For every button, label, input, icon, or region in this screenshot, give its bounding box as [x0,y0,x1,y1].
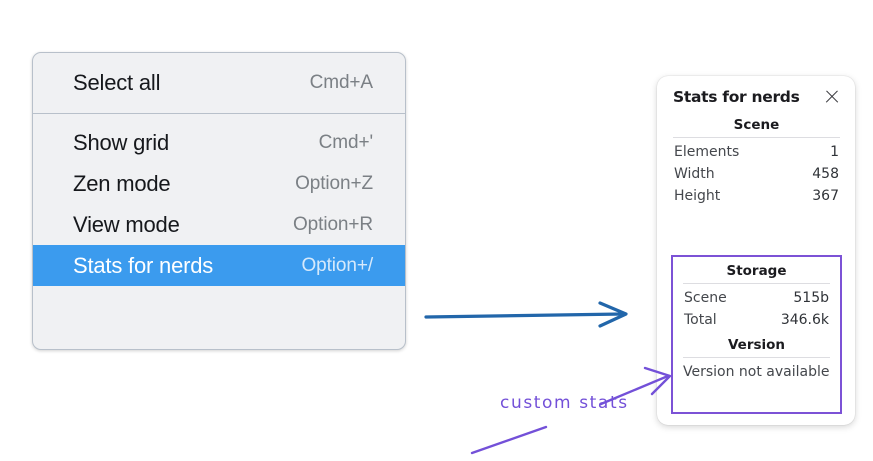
menu-item-stats-for-nerds[interactable]: Stats for nerds Option+/ [33,245,405,286]
scene-heading: Scene [733,117,780,133]
menu-item-shortcut: Cmd+A [309,71,373,93]
stat-label: Total [684,312,717,328]
section-divider [683,357,830,358]
custom-stats-highlight-box: Storage Scene 515b Total 346.6k Version … [671,255,842,414]
stat-label: Height [674,188,721,204]
stat-value: 515b [793,290,829,306]
stat-value: 1 [830,144,839,160]
version-section: Version Version not available [682,331,831,380]
menu-item-shortcut: Option+R [293,213,373,235]
menu-item-label: Select all [73,69,161,95]
stat-label: Elements [674,144,740,160]
purple-underline-stroke [470,425,548,455]
menu-item-shortcut: Option+Z [295,172,373,194]
handwritten-note: custom stats [500,393,629,413]
menu-item-label: Zen mode [73,170,171,196]
section-divider [673,137,840,138]
section-divider [683,283,830,284]
stat-row: Height 367 [672,185,841,207]
menu-item-label: Stats for nerds [73,252,214,278]
stat-row: Width 458 [672,163,841,185]
stats-for-nerds-panel: Stats for nerds Scene Elements 1 Width 4… [657,76,855,425]
stat-row: Elements 1 [672,141,841,163]
menu-item-shortcut: Option+/ [301,254,373,276]
close-icon[interactable] [823,88,841,106]
stat-label: Width [674,166,715,182]
panel-title: Stats for nerds [673,88,800,106]
blue-arrow [424,301,628,328]
menu-item-shortcut: Cmd+' [318,131,373,153]
menu-item-label: Show grid [73,129,170,155]
context-menu[interactable]: Select all Cmd+A Show grid Cmd+' Zen mod… [32,52,406,350]
version-text: Version not available [683,364,830,380]
stat-value: 367 [812,188,839,204]
menu-group-primary: Select all Cmd+A [33,53,405,114]
menu-item-label: View mode [73,211,180,237]
stat-value: 346.6k [780,312,829,328]
stat-value: 458 [812,166,839,182]
stat-row: Total 346.6k [682,309,831,331]
version-heading: Version [727,337,786,353]
menu-item-zen-mode[interactable]: Zen mode Option+Z [33,163,405,204]
menu-group-view: Show grid Cmd+' Zen mode Option+Z View m… [33,114,405,293]
menu-item-show-grid[interactable]: Show grid Cmd+' [33,122,405,163]
menu-item-view-mode[interactable]: View mode Option+R [33,204,405,245]
storage-heading: Storage [726,263,787,279]
scene-section: Scene Elements 1 Width 458 Height 367 [657,108,855,207]
stat-label: Scene [684,290,727,306]
menu-item-select-all[interactable]: Select all Cmd+A [33,62,405,103]
panel-header: Stats for nerds [657,76,855,108]
storage-section: Storage Scene 515b Total 346.6k [682,257,831,331]
stat-row: Scene 515b [682,287,831,309]
